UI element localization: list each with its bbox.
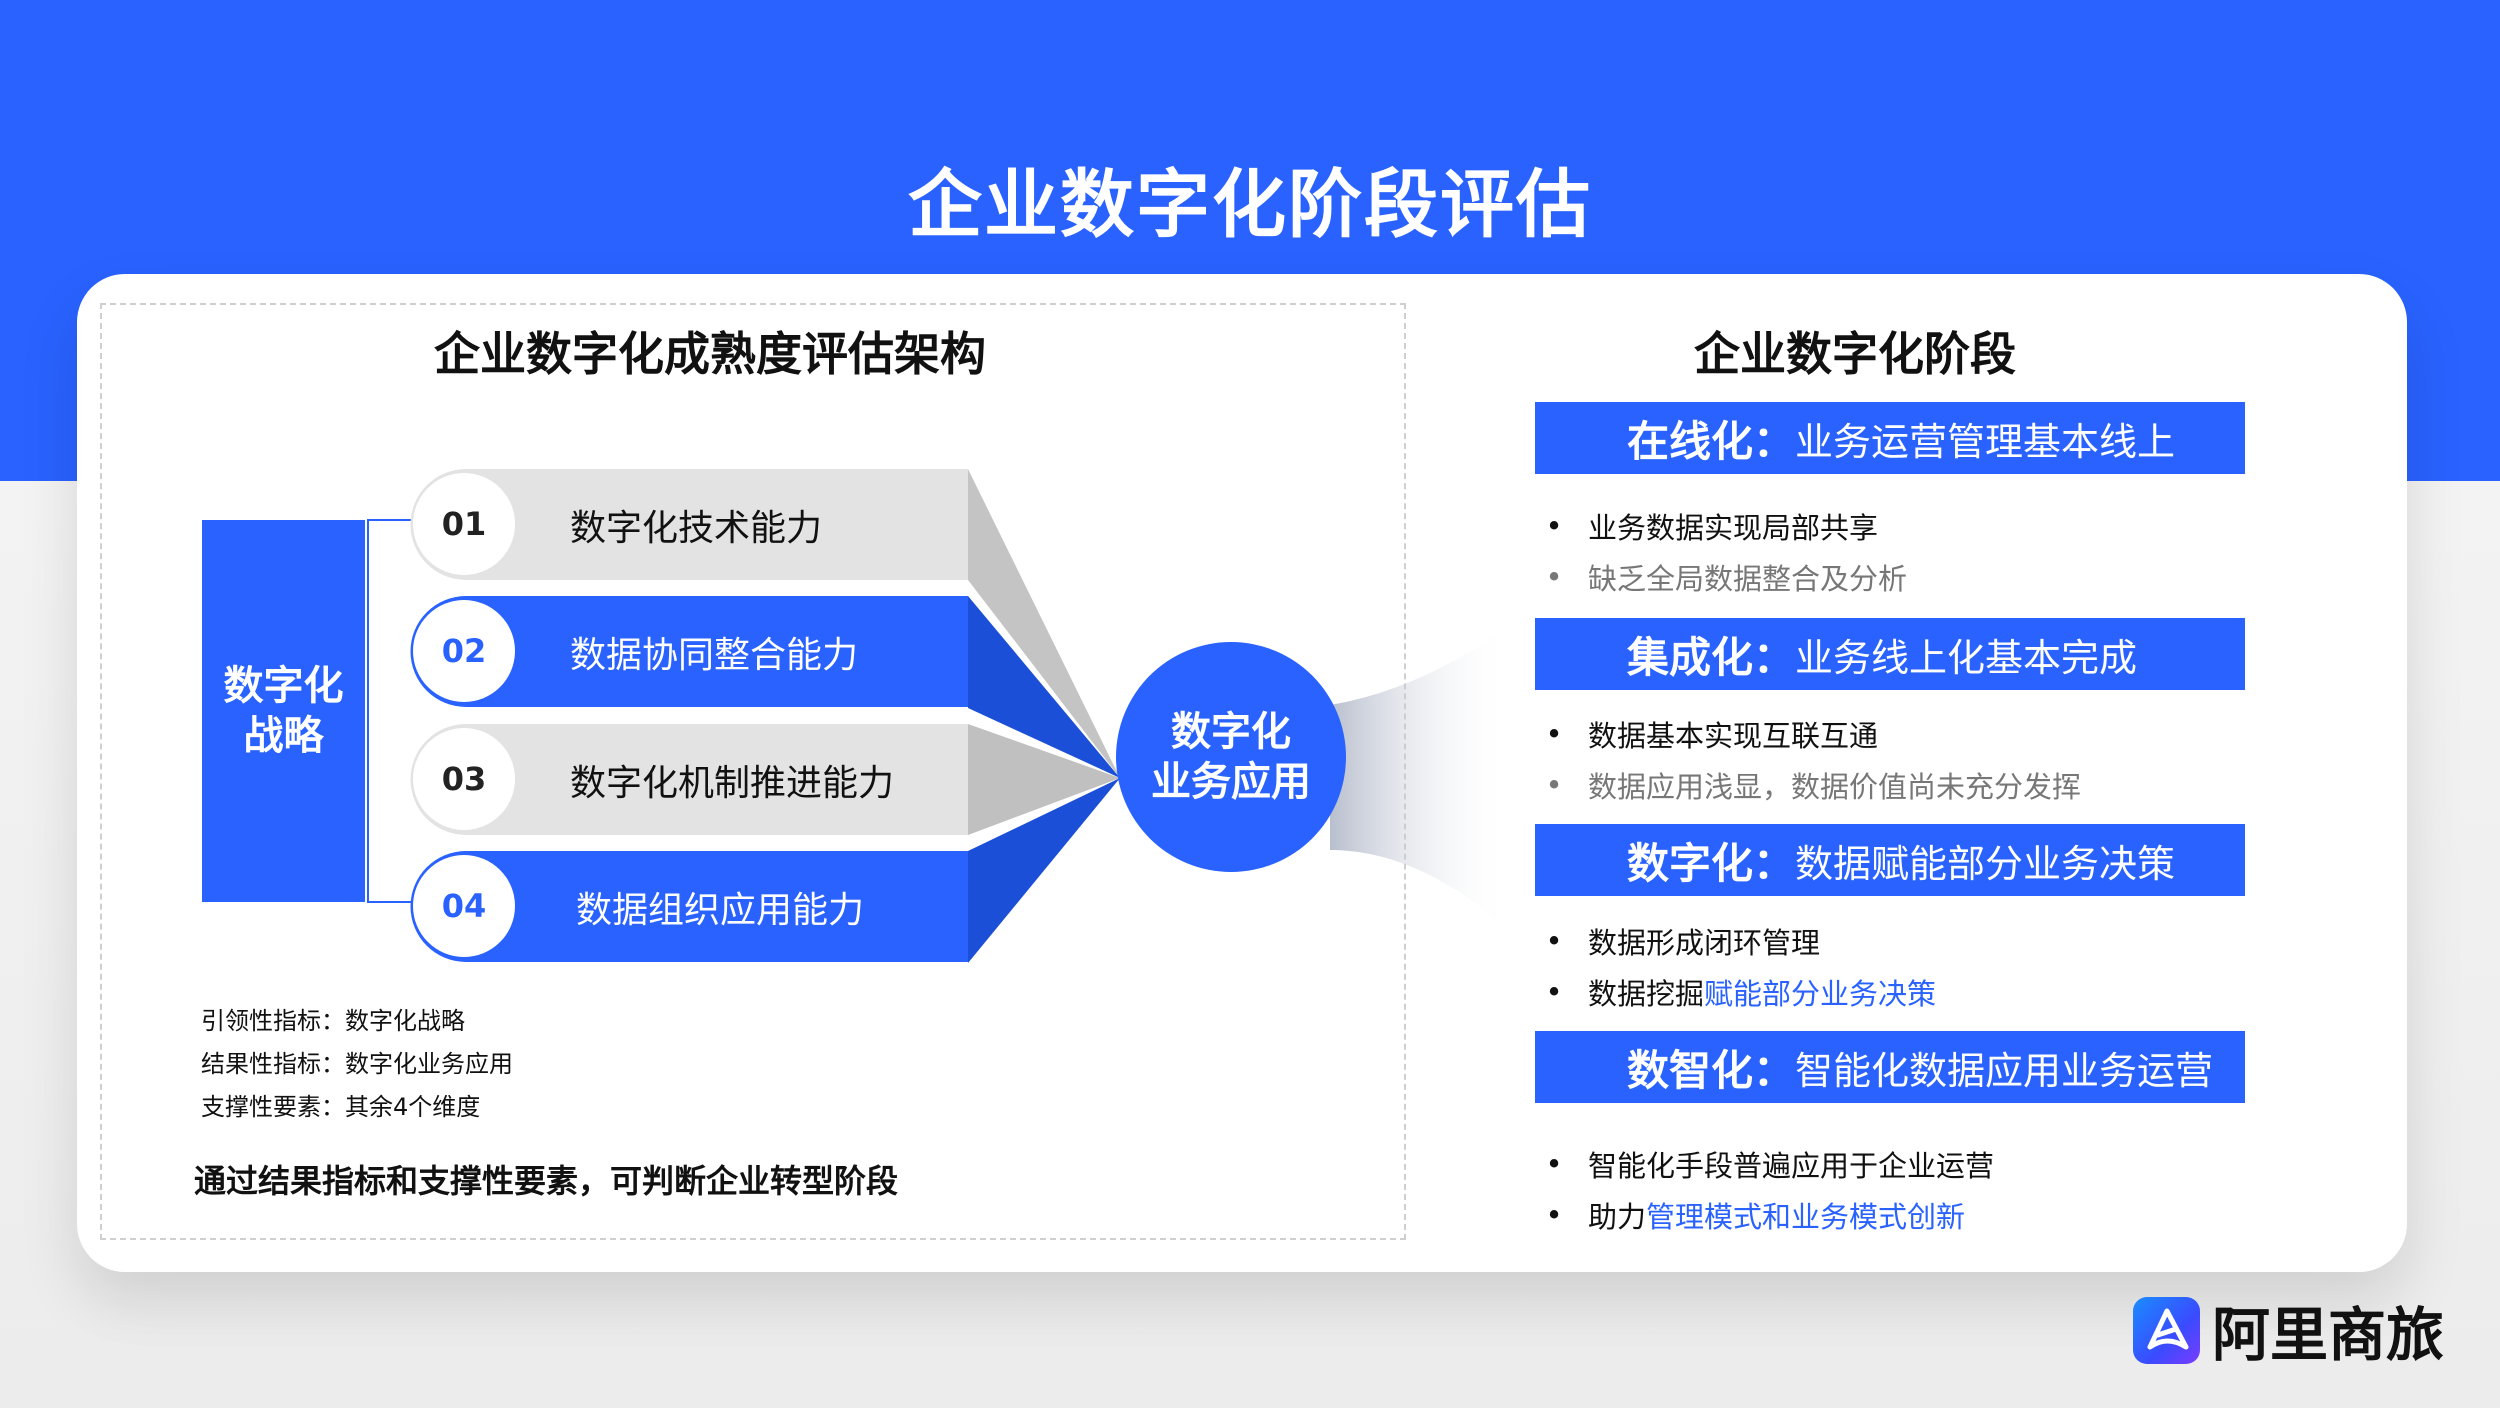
bullet-text: 数据基本实现互联互通 (1588, 719, 1879, 753)
stage-bullet: • 数据基本实现互联互通 (1540, 713, 1878, 755)
stage-name: 数字化： (1627, 838, 1796, 888)
stage-header: 数智化：智能化数据应用业务运营 (1535, 1031, 2245, 1103)
stage-bullet: • 数据挖掘赋能部分业务决策 (1540, 971, 1936, 1013)
bullet-text: 数据形成闭环管理 (1588, 926, 1821, 960)
alibaba-travel-logo-icon (2133, 1296, 2200, 1364)
page-title: 企业数字化阶段评估 (908, 162, 1592, 248)
bullet-text: 数据应用浅显，数据价值尚未充分发挥 (1588, 770, 2082, 804)
connector-01 (968, 469, 1120, 778)
stage-header: 数字化：数据赋能部分业务决策 (1535, 824, 2245, 896)
stage-name: 数智化： (1627, 1045, 1796, 1095)
stage-description: 智能化数据应用业务运营 (1795, 1048, 2214, 1093)
stage-bullet: • 数据形成闭环管理 (1540, 920, 1820, 962)
business-application-hub: 数字化业务应用 (1116, 642, 1346, 872)
capability-number: 01 (413, 473, 515, 575)
capability-bar (410, 724, 968, 836)
stage-description: 数据赋能部分业务决策 (1795, 841, 2176, 886)
bullet-highlight: 管理模式和业务模式创新 (1646, 1200, 1966, 1234)
bullet-text: 缺乏全局数据整合及分析 (1588, 562, 1908, 596)
connector-04 (968, 778, 1120, 963)
connector-02 (968, 596, 1120, 778)
capability-number: 03 (413, 728, 515, 830)
stage-name: 集成化： (1627, 632, 1796, 682)
funnel-shape (1330, 625, 1511, 932)
stage-bullet: • 缺乏全局数据整合及分析 (1540, 556, 1907, 598)
bullet-icon: • (1545, 924, 1563, 958)
stage-bullet: • 智能化手段普遍应用于企业运营 (1540, 1143, 1994, 1185)
stage-bullet: • 数据应用浅显，数据价值尚未充分发挥 (1540, 764, 2081, 806)
stage-header: 在线化：业务运营管理基本线上 (1535, 402, 2245, 474)
capability-number: 04 (413, 855, 515, 957)
bullet-text: 数据挖掘 (1588, 977, 1705, 1011)
stage-name: 在线化： (1627, 416, 1796, 466)
capability-bar (410, 851, 968, 963)
capability-bar (410, 596, 968, 707)
capability-label: 数字化机制推进能力 (570, 763, 895, 804)
note-result: 结果性指标：数字化业务应用 (201, 1050, 513, 1078)
stages-heading: 企业数字化阶段 (1694, 327, 2016, 381)
stage-description: 业务运营管理基本线上 (1795, 419, 2176, 464)
bracket-line (367, 519, 411, 903)
brand-logo: 阿里商旅 (2133, 1288, 2444, 1372)
strategy-box: 数字化战略 (202, 520, 365, 902)
stage-description: 业务线上化基本完成 (1795, 635, 2138, 680)
logo-text: 阿里商旅 (2212, 1301, 2445, 1369)
bullet-icon: • (1545, 768, 1563, 802)
capability-bar (410, 469, 968, 580)
framework-heading: 企业数字化成熟度评估架构 (434, 327, 986, 381)
capability-label: 数字化技术能力 (570, 508, 823, 549)
note-leading: 引领性指标：数字化战略 (201, 1007, 465, 1035)
bullet-text: 智能化手段普遍应用于企业运营 (1588, 1149, 1995, 1183)
bullet-icon: • (1545, 717, 1563, 751)
bullet-icon: • (1545, 560, 1563, 594)
stage-bullet: • 助力管理模式和业务模式创新 (1540, 1194, 1965, 1236)
note-support: 支撑性要素：其余4个维度 (201, 1093, 481, 1121)
bullet-icon: • (1545, 1198, 1563, 1232)
conclusion: 通过结果指标和支撑性要素，可判断企业转型阶段 (194, 1162, 899, 1200)
capability-number: 02 (413, 600, 515, 702)
bullet-text: 业务数据实现局部共享 (1588, 511, 1879, 545)
stage-bullet: • 业务数据实现局部共享 (1540, 505, 1878, 547)
bullet-text: 助力 (1588, 1200, 1647, 1234)
capability-label: 数据协同整合能力 (570, 635, 859, 676)
stage-header: 集成化：业务线上化基本完成 (1535, 618, 2245, 690)
connector-03 (968, 724, 1120, 835)
bullet-icon: • (1545, 509, 1563, 543)
bullet-icon: • (1545, 1147, 1563, 1181)
bullet-icon: • (1545, 975, 1563, 1009)
bullet-highlight: 赋能部分业务决策 (1704, 977, 1937, 1011)
capability-label: 数据组织应用能力 (576, 890, 865, 931)
